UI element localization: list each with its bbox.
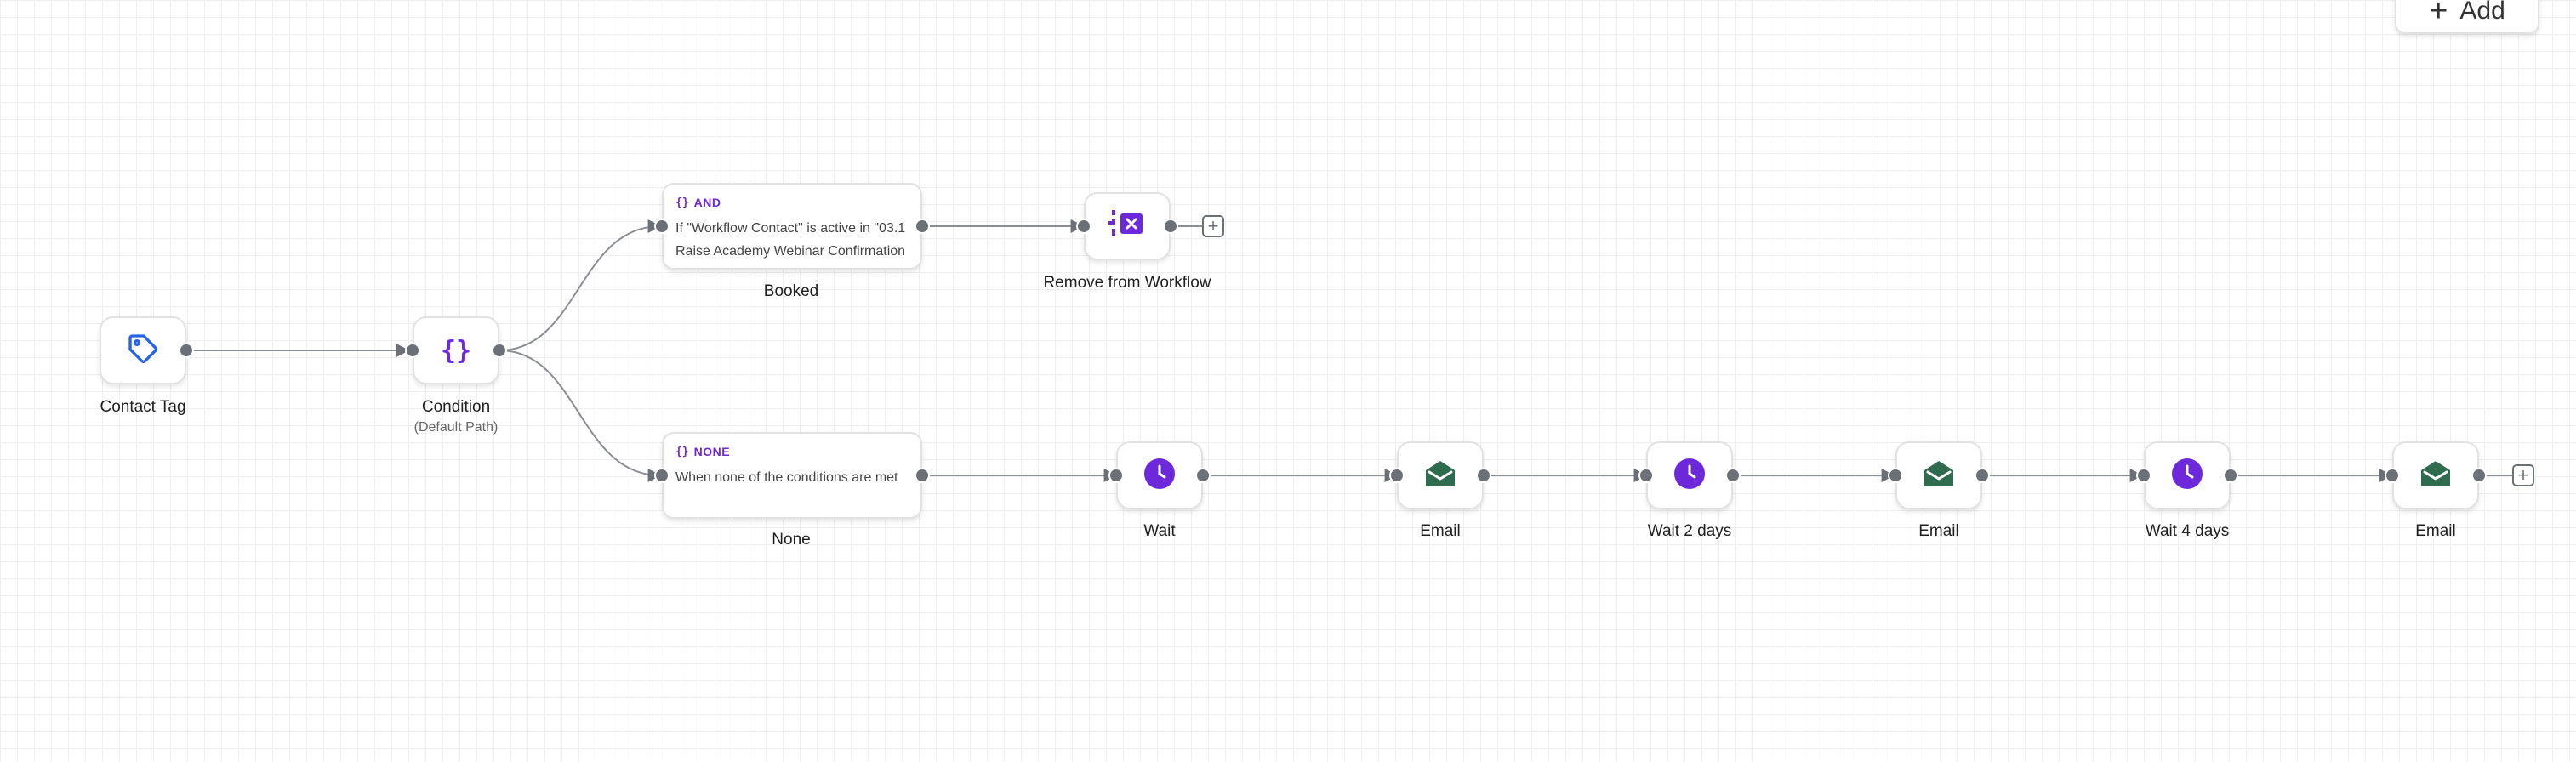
output-port[interactable] — [1725, 468, 1741, 483]
condition-sublabel: (Default Path) — [413, 420, 499, 435]
add-step-button[interactable]: + — [2512, 464, 2534, 486]
input-port[interactable] — [1108, 468, 1124, 483]
add-button-label: Add — [2459, 0, 2505, 25]
remove-from-workflow-icon — [1108, 208, 1146, 246]
branch-condition-text: When none of the conditions are met — [675, 470, 898, 485]
trigger-node-contact-tag[interactable] — [100, 316, 186, 384]
output-port[interactable] — [1975, 468, 1990, 483]
input-port[interactable] — [1389, 468, 1405, 483]
clock-icon — [1143, 458, 1176, 494]
branch-label-booked: Booked — [763, 282, 819, 300]
action-node-wait[interactable] — [1116, 441, 1203, 509]
action-node-email[interactable] — [2392, 441, 2479, 509]
trigger-label: Contact Tag — [100, 398, 186, 416]
action-label-email: Email — [2415, 522, 2456, 540]
action-label-wait-2-days: Wait 2 days — [1647, 522, 1732, 540]
input-port[interactable] — [654, 219, 670, 234]
input-port[interactable] — [1888, 468, 1903, 483]
tag-icon — [126, 332, 160, 370]
action-node-email[interactable] — [1397, 441, 1484, 509]
braces-icon: {} — [675, 196, 689, 209]
envelope-open-icon — [2419, 459, 2452, 492]
action-node-wait-4-days[interactable] — [2144, 441, 2231, 509]
action-node-email[interactable] — [1895, 441, 1982, 509]
plus-icon: + — [1207, 215, 1219, 236]
output-port[interactable] — [915, 468, 930, 483]
condition-label: Condition — [421, 398, 491, 416]
condition-node[interactable]: {} — [413, 316, 499, 384]
action-label-remove-from-workflow: Remove from Workflow — [1043, 274, 1211, 292]
branch-operator: AND — [693, 196, 721, 209]
branch-label-none: None — [772, 531, 811, 549]
action-label-wait: Wait — [1143, 522, 1176, 540]
action-label-email: Email — [1918, 522, 1959, 540]
clock-icon — [2171, 458, 2203, 494]
branch-card-none[interactable]: {} NONE When none of the conditions are … — [662, 432, 922, 519]
envelope-open-icon — [1424, 459, 1456, 492]
output-port[interactable] — [915, 219, 930, 234]
input-port[interactable] — [1638, 468, 1654, 483]
output-port[interactable] — [1476, 468, 1491, 483]
action-label-email: Email — [1420, 522, 1461, 540]
braces-icon: {} — [440, 335, 472, 366]
output-port[interactable] — [1195, 468, 1211, 483]
connector-condition-to-booked — [499, 219, 662, 351]
output-port[interactable] — [2471, 468, 2487, 483]
clock-icon — [1673, 458, 1706, 494]
add-step-button[interactable]: + — [1202, 215, 1224, 237]
input-port[interactable] — [654, 468, 670, 483]
plus-icon: + — [2517, 464, 2529, 486]
braces-icon: {} — [675, 445, 689, 458]
output-port[interactable] — [2223, 468, 2238, 483]
action-node-wait-2-days[interactable] — [1646, 441, 1733, 509]
input-port[interactable] — [1076, 219, 1091, 234]
action-node-remove-from-workflow[interactable] — [1084, 192, 1171, 260]
input-port[interactable] — [405, 343, 420, 358]
connector-condition-to-none — [499, 350, 662, 482]
plus-icon: + — [2429, 0, 2448, 29]
branch-operator: NONE — [693, 445, 731, 458]
input-port[interactable] — [2136, 468, 2151, 483]
output-port[interactable] — [1163, 219, 1178, 234]
add-button[interactable]: + Add — [2395, 0, 2539, 34]
output-port[interactable] — [492, 343, 507, 358]
action-label-wait-4-days: Wait 4 days — [2145, 522, 2230, 540]
output-port[interactable] — [179, 343, 194, 358]
input-port[interactable] — [2385, 468, 2400, 483]
branch-condition-text: If "Workflow Contact" is active in "03.1… — [675, 221, 906, 268]
branch-card-booked[interactable]: {} AND If "Workflow Contact" is active i… — [662, 183, 922, 270]
envelope-open-icon — [1923, 459, 1955, 492]
